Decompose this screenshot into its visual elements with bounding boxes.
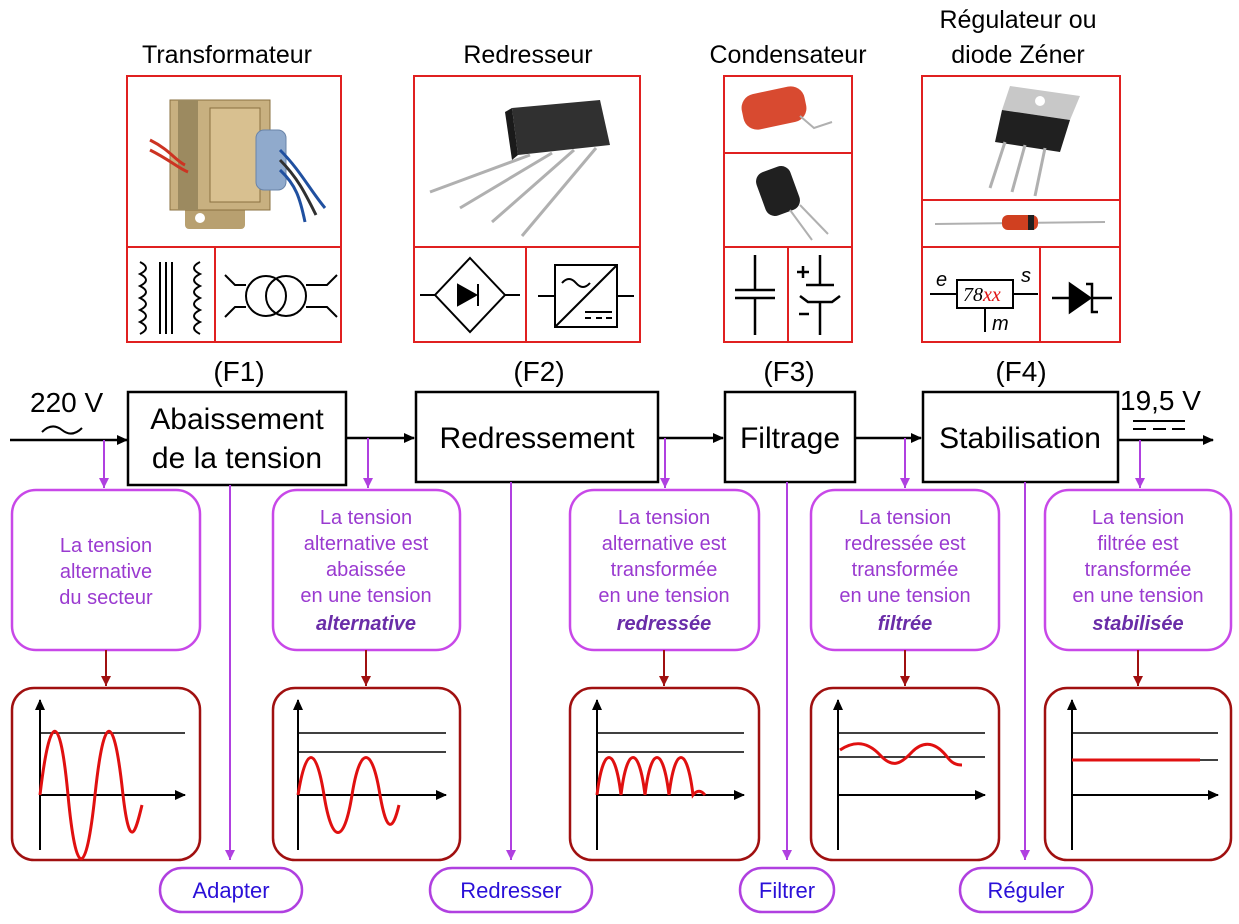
description-4-line3: transformée	[852, 559, 959, 581]
description-2: La tension alternative est abaissée en u…	[271, 488, 462, 652]
action-adapter-label: Adapter	[192, 878, 269, 903]
regulator-code: 78xx	[963, 284, 1001, 306]
description-3-line1: La tension	[618, 507, 710, 529]
ac-dc-converter-symbol	[538, 264, 634, 328]
waveform-rectified	[568, 686, 761, 862]
description-1-line2: alternative	[60, 561, 152, 583]
regulator-title-line1: Régulateur ou	[939, 6, 1096, 34]
transformer-symbol-circles	[224, 274, 338, 318]
description-1: La tension alternative du secteur	[10, 488, 202, 652]
rectifier-title: Redresseur	[463, 41, 592, 69]
transformer-symbol-coils	[137, 261, 203, 335]
capacitor-panel	[723, 75, 853, 343]
description-5-line3: transformée	[1085, 559, 1192, 581]
block-filtrage-label: Filtrage	[740, 422, 840, 455]
description-5: La tension filtrée est transformée en un…	[1043, 488, 1233, 652]
zener-diode-photo	[934, 215, 1106, 230]
description-1-line1: La tension	[60, 535, 152, 557]
zener-diode-symbol	[1052, 281, 1112, 315]
description-2-line1: La tension	[320, 507, 412, 529]
description-5-line2: filtrée est	[1097, 533, 1179, 555]
block-abaissement	[126, 390, 348, 487]
transformer-title: Transformateur	[142, 41, 312, 69]
action-reguler: Réguler	[958, 866, 1094, 914]
ac-wave-icon	[41, 425, 83, 435]
rectifier-photo	[429, 100, 610, 237]
description-3-line3: transformée	[611, 559, 718, 581]
waveform-lowered-ac	[271, 686, 462, 862]
block-redressement-label: Redressement	[439, 422, 635, 455]
output-voltage-label: 19,5 V	[1120, 385, 1201, 416]
transformer-panel	[126, 75, 342, 343]
rectifier-panel	[413, 75, 641, 343]
input-voltage-label: 220 V	[30, 387, 103, 418]
description-1-line3: du secteur	[59, 587, 153, 609]
electrolytic-capacitor-photo	[756, 166, 829, 241]
label-f4: (F4)	[995, 356, 1046, 387]
description-3-line4: en une tension	[598, 585, 729, 607]
label-f3: (F3)	[763, 356, 814, 387]
description-3-emphasis: redressée	[617, 613, 712, 635]
description-2-emphasis: alternative	[316, 613, 416, 635]
label-f1: (F1)	[213, 356, 264, 387]
block-redressement	[414, 390, 660, 484]
description-2-line2: alternative est	[304, 533, 429, 555]
description-5-line1: La tension	[1092, 507, 1184, 529]
block-stabilisation	[921, 390, 1120, 484]
capacitor-title: Condensateur	[709, 41, 866, 69]
dc-symbol-icon	[1133, 420, 1185, 430]
description-4-line1: La tension	[859, 507, 951, 529]
block-abaissement-line2: de la tension	[152, 442, 322, 475]
description-4-line2: redressée est	[844, 533, 966, 555]
label-f2: (F2)	[513, 356, 564, 387]
description-3-line2: alternative est	[602, 533, 727, 555]
action-redresser-label: Redresser	[460, 878, 561, 903]
action-filtrer: Filtrer	[738, 866, 836, 914]
block-stabilisation-label: Stabilisation	[939, 422, 1101, 455]
description-3: La tension alternative est transformée e…	[568, 488, 761, 652]
waveform-mains-ac	[10, 686, 202, 862]
regulator-title-line2: diode Zéner	[951, 41, 1084, 69]
regulator-output-label: s	[1021, 265, 1031, 287]
film-capacitor-photo	[741, 86, 833, 130]
description-2-line3: abaissée	[326, 559, 406, 581]
action-filtrer-label: Filtrer	[759, 878, 815, 903]
description-4-emphasis: filtrée	[878, 613, 932, 635]
transformer-photo	[149, 99, 327, 229]
action-redresser: Redresser	[428, 866, 594, 914]
description-2-line4: en une tension	[300, 585, 431, 607]
description-5-emphasis: stabilisée	[1092, 613, 1183, 635]
action-adapter: Adapter	[158, 866, 304, 914]
block-abaissement-line1: Abaissement	[150, 403, 324, 436]
description-5-line4: en une tension	[1072, 585, 1203, 607]
regulator-panel: e s m 78xx	[921, 75, 1121, 343]
description-4-line4: en une tension	[839, 585, 970, 607]
regulator-photo	[988, 86, 1080, 197]
bridge-rectifier-symbol	[420, 256, 520, 334]
regulator-78xx-symbol: e s m 78xx	[930, 265, 1038, 335]
description-4: La tension redressée est transformée en …	[809, 488, 1001, 652]
regulator-ground-label: m	[992, 313, 1009, 335]
waveform-stabilised	[1043, 686, 1233, 862]
block-filtrage	[723, 390, 857, 484]
regulator-input-label: e	[936, 269, 947, 291]
waveform-filtered	[809, 686, 1001, 862]
capacitor-symbol	[735, 255, 775, 335]
polarized-capacitor-symbol	[797, 255, 841, 335]
action-reguler-label: Réguler	[987, 878, 1064, 903]
